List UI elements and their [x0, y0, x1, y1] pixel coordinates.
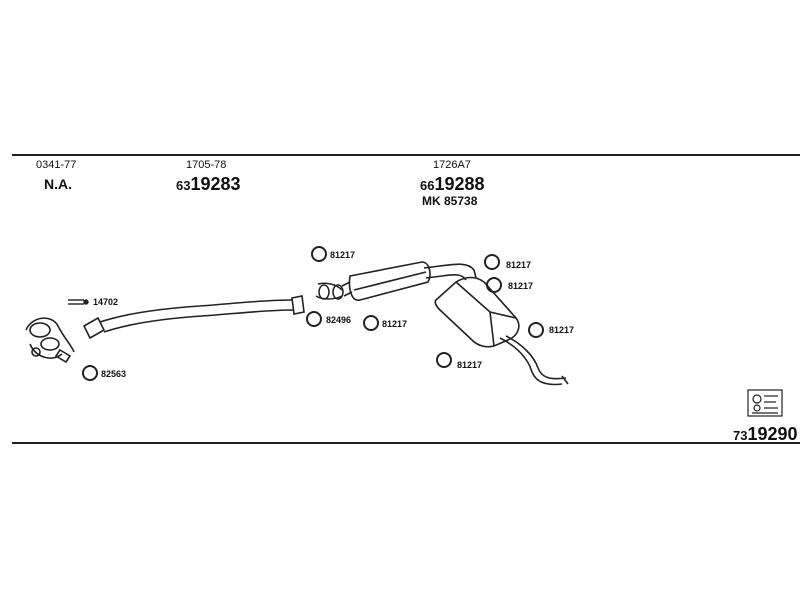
clamp-icon — [315, 282, 344, 300]
col3-code: 1726A7 — [433, 159, 471, 171]
middle-silencer-icon — [341, 261, 477, 301]
footer-part-number: 7319290 — [733, 425, 798, 443]
label-81217-bottom: 81217 — [457, 360, 483, 370]
col2-prefix: 63 — [176, 178, 191, 193]
label-81217-mid: 81217 — [382, 319, 408, 329]
seal-icon — [68, 299, 89, 305]
mounting-kit-icon — [747, 389, 783, 417]
label-82563: 82563 — [101, 369, 127, 379]
label-14702: 14702 — [93, 297, 119, 307]
label-81217-far-right: 81217 — [549, 325, 575, 335]
exhaust-manifold-icon — [25, 317, 75, 364]
tailpipe-icon — [499, 335, 569, 386]
rubber-mount-icon — [82, 246, 544, 381]
col1-code: 0341-77 — [36, 159, 77, 171]
front-pipe-icon — [82, 295, 305, 340]
col1-value: N.A. — [44, 176, 72, 192]
top-divider — [12, 154, 800, 156]
footer-number: 19290 — [747, 424, 798, 444]
bottom-divider — [12, 442, 800, 444]
col3-mk: MK 85738 — [422, 194, 478, 208]
label-81217-right: 81217 — [508, 281, 534, 291]
col2-part-number: 6319283 — [176, 175, 241, 193]
rear-silencer-icon — [434, 276, 520, 348]
col3-part-number: 6619288 — [420, 175, 485, 193]
label-81217-top: 81217 — [330, 250, 356, 260]
col3-number: 19288 — [434, 174, 485, 194]
label-81217-right-top: 81217 — [506, 260, 532, 270]
footer-prefix: 73 — [733, 428, 748, 443]
label-82496: 82496 — [326, 315, 352, 325]
col2-code: 1705-78 — [186, 159, 227, 171]
col3-prefix: 66 — [420, 178, 435, 193]
col2-number: 19283 — [190, 174, 241, 194]
